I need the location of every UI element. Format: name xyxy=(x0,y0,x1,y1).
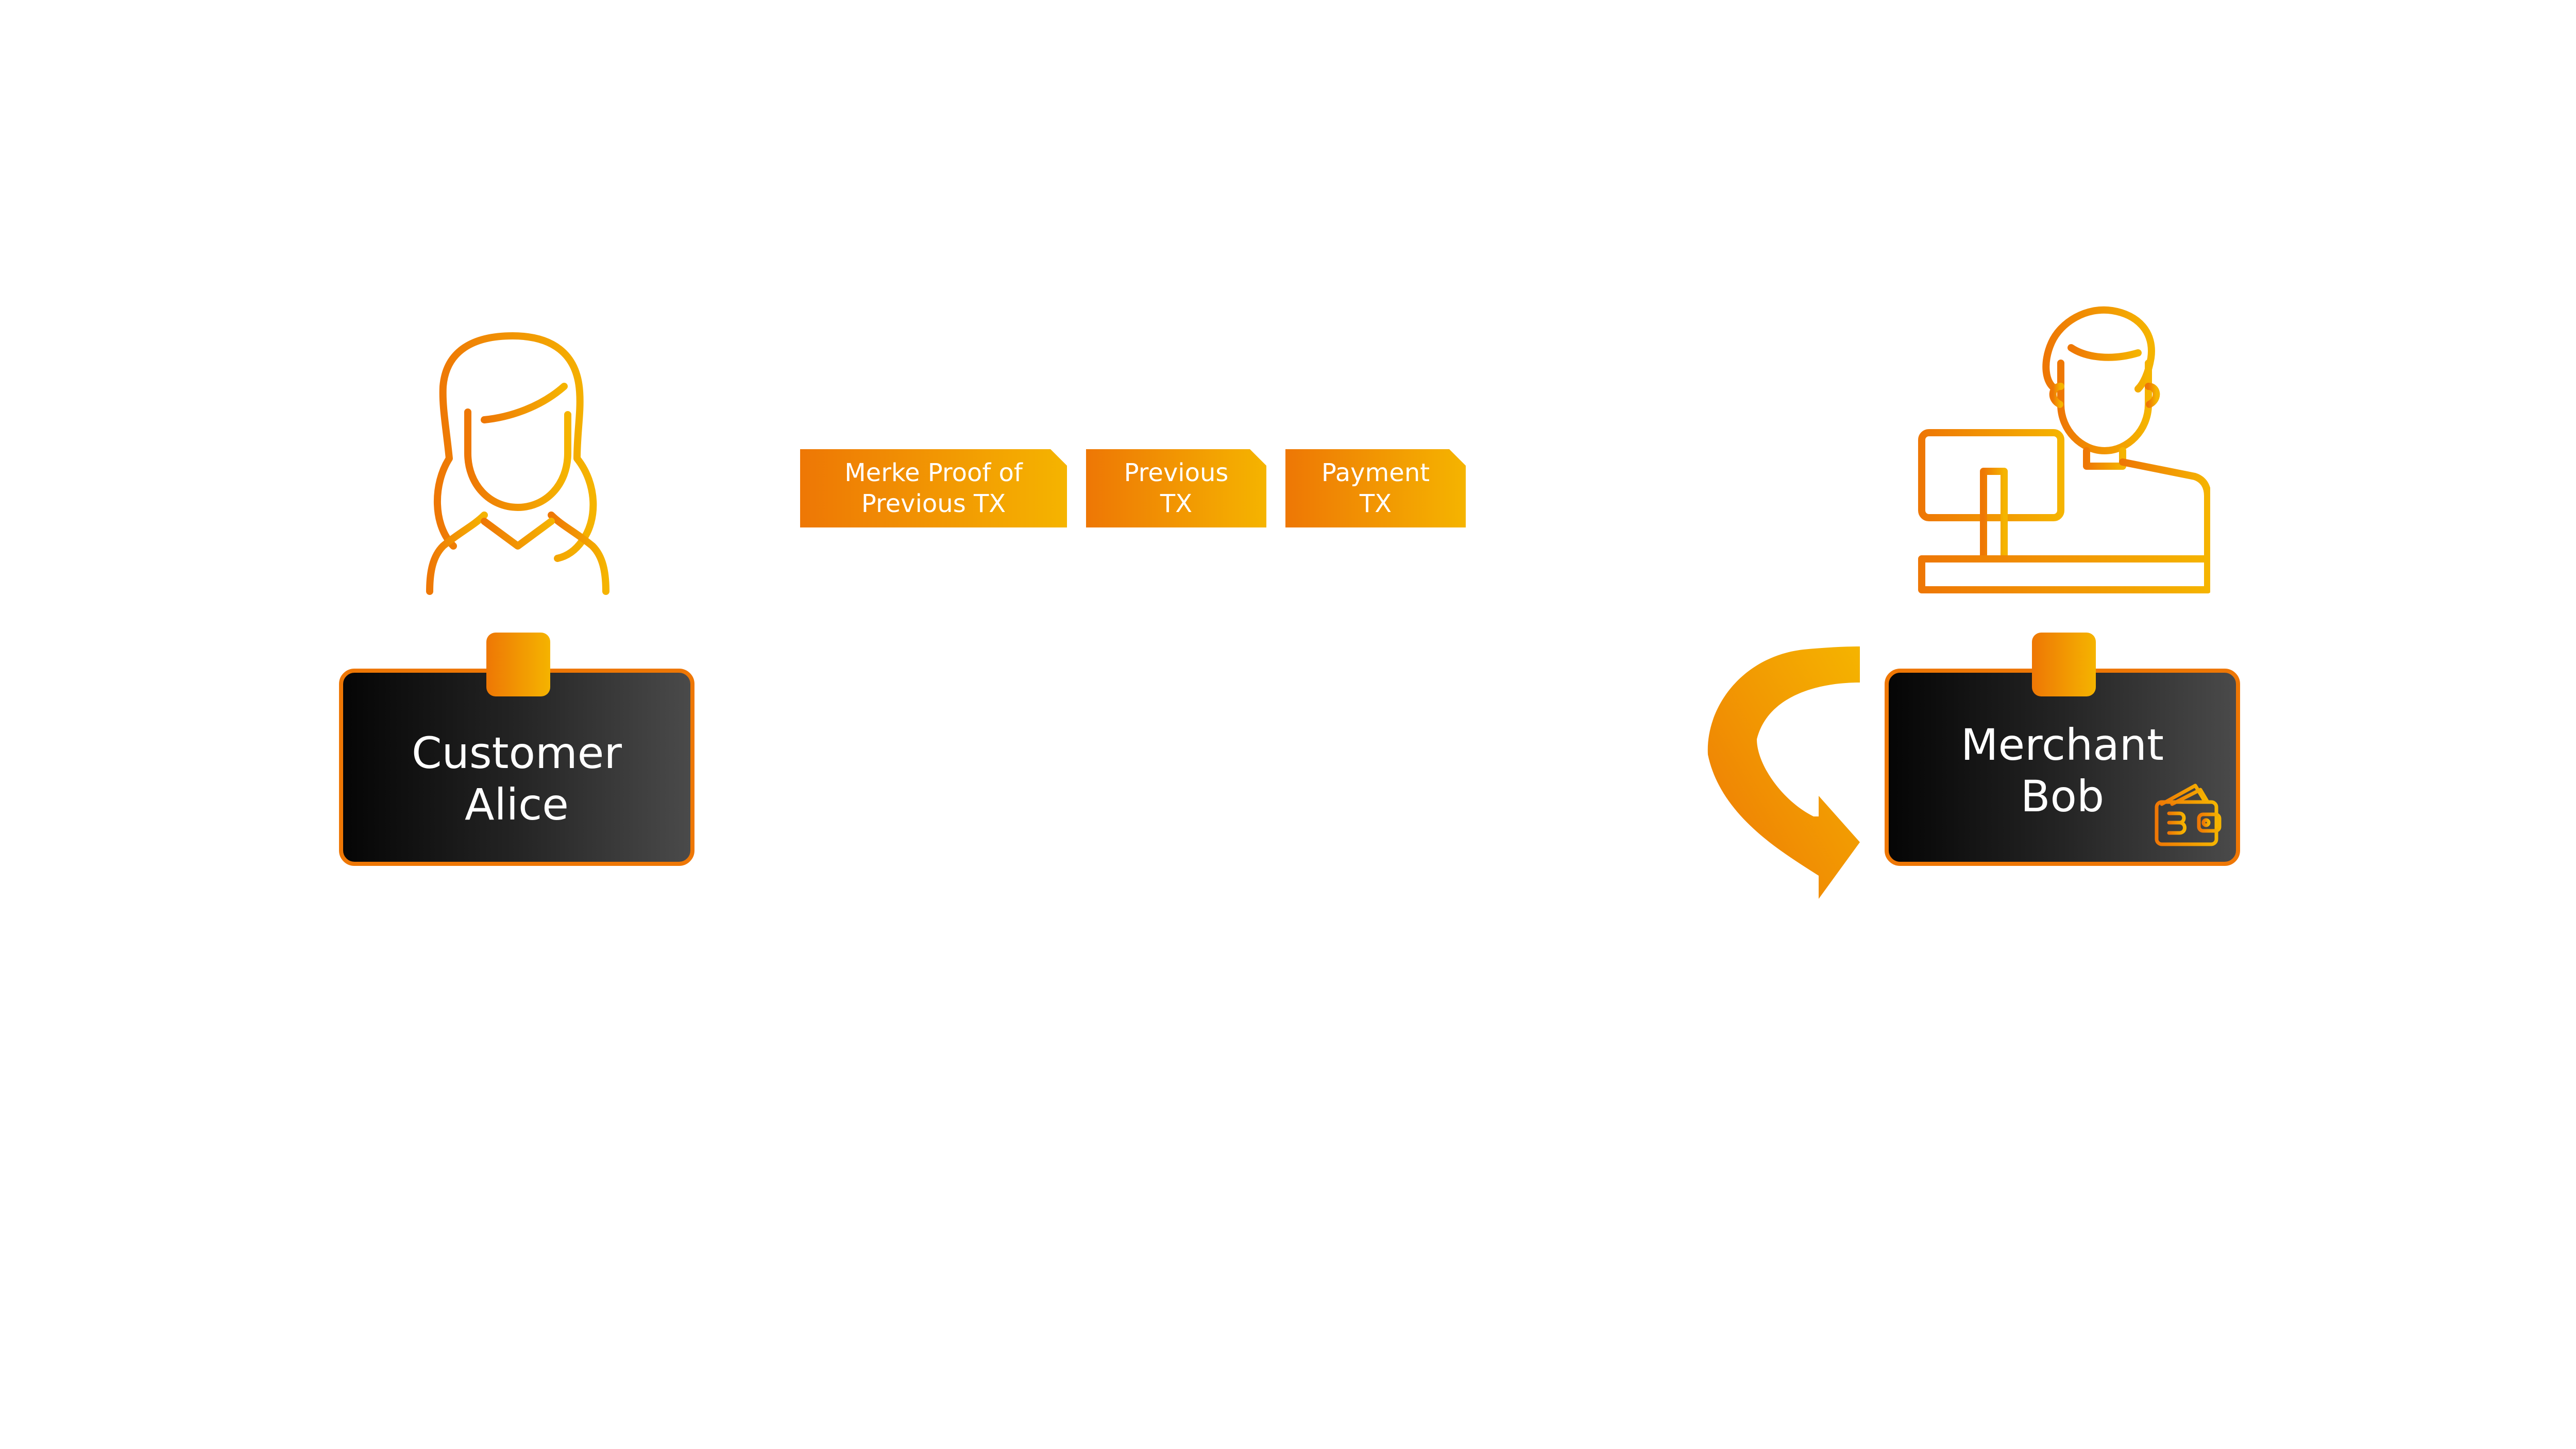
customer-alice-card: Customer Alice xyxy=(339,669,694,866)
merkle-proof-tag: Merke Proof of Previous TX xyxy=(800,449,1067,527)
cashier-at-computer-icon xyxy=(1918,306,2210,593)
bitcoin-wallet-icon xyxy=(2155,783,2222,846)
merchant-bob-card: Merchant Bob xyxy=(1885,669,2240,866)
customer-label-line1: Customer xyxy=(411,728,622,778)
merchant-badge-clip xyxy=(2032,633,2096,696)
merchant-label: Merchant Bob xyxy=(1889,719,2236,822)
payment-tx-tag: Payment TX xyxy=(1285,449,1466,527)
merchant-label-line2: Bob xyxy=(2020,771,2105,822)
woman-user-icon xyxy=(426,332,609,595)
previous-tx-tag-line2: TX xyxy=(1160,489,1193,518)
customer-label: Customer Alice xyxy=(343,727,690,830)
merkle-proof-tag-line1: Merke Proof of xyxy=(844,458,1023,487)
payment-tx-tag-line1: Payment xyxy=(1321,458,1430,487)
curved-arrow-icon xyxy=(1707,646,1860,899)
payment-tx-tag-line2: TX xyxy=(1359,489,1392,518)
customer-label-line2: Alice xyxy=(464,779,569,830)
merkle-proof-tag-line2: Previous TX xyxy=(861,489,1006,518)
merchant-label-line1: Merchant xyxy=(1961,720,2164,770)
previous-tx-tag: Previous TX xyxy=(1086,449,1266,527)
previous-tx-tag-line1: Previous xyxy=(1124,458,1229,487)
customer-badge-clip xyxy=(486,633,550,696)
